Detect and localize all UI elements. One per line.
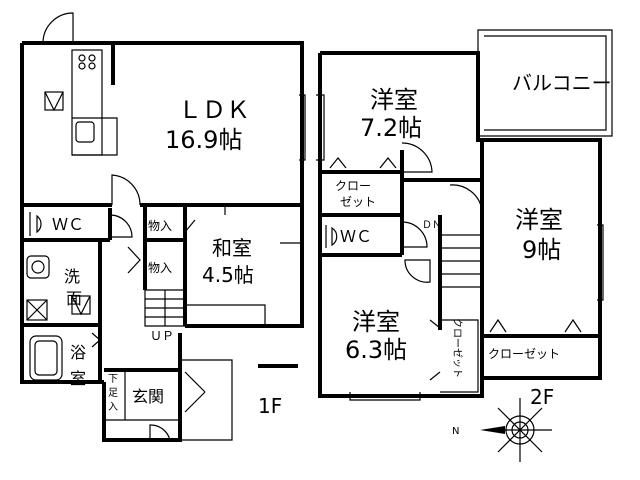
wc-2f: ＷＣ (340, 227, 372, 246)
yoshitsu-9-name: 洋室 (515, 206, 563, 234)
stairs-up: ＵＰ (150, 329, 174, 343)
floor-2-label: 2F (530, 385, 554, 409)
compass-north: N (452, 426, 459, 437)
yokushitsu-2: 室 (70, 369, 86, 388)
ldk-size: 16.9帖 (165, 126, 242, 154)
stairs-dn: ＤＮ (422, 220, 442, 231)
senmen-label-2: 面 (66, 289, 82, 308)
shitabako-2: 足 (108, 387, 118, 399)
yoshitsu-72-name: 洋室 (370, 86, 418, 114)
yokushitsu-1: 浴 (70, 343, 86, 362)
yoshitsu-9-size: 9帖 (522, 236, 561, 264)
floor-1-label: 1F (258, 394, 282, 418)
closet-72-line1: クロー (335, 179, 371, 193)
washitsu-size: 4.5帖 (202, 263, 254, 287)
wc-1f: ＷＣ (52, 215, 84, 234)
monoire-1: 物入 (148, 219, 172, 233)
closet-9: クローゼット (488, 347, 560, 361)
senmen-label-1: 洗 (64, 267, 80, 286)
monoire-2: 物入 (148, 261, 172, 275)
ldk-name: ＬＤＫ (178, 96, 250, 124)
shitabako-1: 下 (108, 374, 118, 385)
yoshitsu-72-size: 7.2帖 (360, 114, 422, 142)
genkan-label: 玄関 (132, 387, 164, 406)
yoshitsu-63-size: 6.3帖 (345, 336, 407, 364)
balcony-label: バルコニー (512, 71, 612, 95)
yoshitsu-63-name: 洋室 (352, 308, 400, 336)
closet-72-line2: ゼット (340, 195, 376, 209)
floor-1-plan (20, 12, 306, 442)
closet-63: クローゼット (451, 318, 463, 378)
floor-2-plan (316, 29, 613, 401)
washitsu-name: 和室 (212, 236, 252, 260)
compass-rose (480, 398, 552, 462)
shitabako-3: 入 (108, 402, 118, 413)
